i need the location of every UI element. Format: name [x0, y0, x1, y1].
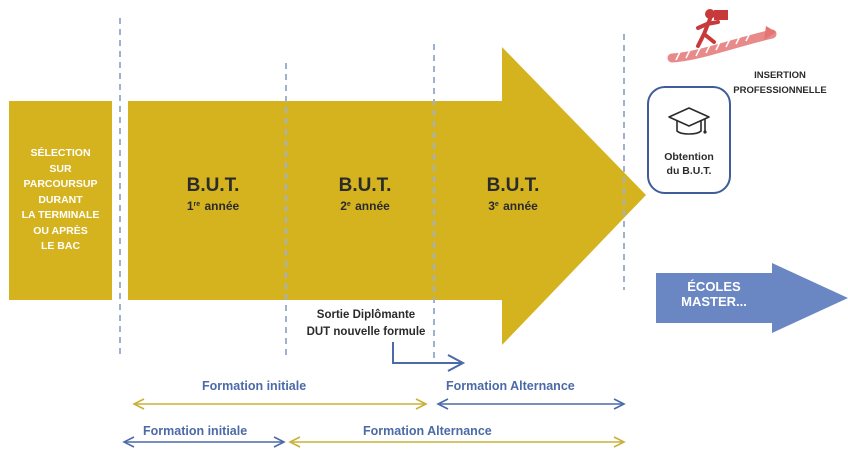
sortie-arrow: [392, 342, 466, 372]
track-arrow-initiale-row2: [122, 436, 286, 448]
year-title: B.U.T.: [338, 175, 392, 196]
selection-text: SÉLECTION SUR PARCOURSUP DURANT LA TERMI…: [21, 147, 100, 253]
insertion-label: INSERTION PROFESSIONNELLE: [733, 70, 827, 96]
formation-alternance-row2: Formation Alternance: [363, 424, 492, 438]
runner-career-icon: [667, 9, 777, 63]
year-title: B.U.T.: [486, 175, 540, 196]
track-arrow-alternance-row1: [436, 398, 626, 410]
sortie-diplomante-label: Sortie Diplômante DUT nouvelle formule: [276, 307, 456, 341]
year-2-label: B.U.T. 2e année: [310, 175, 420, 214]
year-3-label: B.U.T. 3e année: [458, 175, 568, 214]
formation-initiale-row1: Formation initiale: [202, 379, 307, 393]
ecoles-master-label: ÉCOLES MASTER...: [681, 279, 747, 309]
year-title: B.U.T.: [186, 175, 240, 196]
track-arrow-initiale-row1: [132, 398, 428, 410]
year-subtitle: 3e année: [488, 199, 538, 213]
year-subtitle: 1re année: [186, 199, 240, 213]
graduation-cap-icon: [668, 107, 710, 135]
sortie-line-1: Sortie Diplômante: [316, 309, 416, 321]
year-1-label: B.U.T. 1re année: [158, 175, 268, 214]
ecoles-master-arrow: [656, 263, 848, 333]
formation-initiale-row2: Formation initiale: [143, 424, 248, 438]
obtention-text: Obtention du B.U.T.: [664, 151, 714, 177]
obtention-box: Obtention du B.U.T.: [647, 86, 731, 194]
track-arrow-alternance-row2: [288, 436, 626, 448]
year-subtitle: 2e année: [340, 199, 390, 213]
main-arrow: [128, 47, 646, 345]
formation-alternance-row1: Formation Alternance: [446, 379, 575, 393]
selection-box: SÉLECTION SUR PARCOURSUP DURANT LA TERMI…: [9, 101, 112, 300]
sortie-line-2: DUT nouvelle formule: [306, 326, 426, 338]
